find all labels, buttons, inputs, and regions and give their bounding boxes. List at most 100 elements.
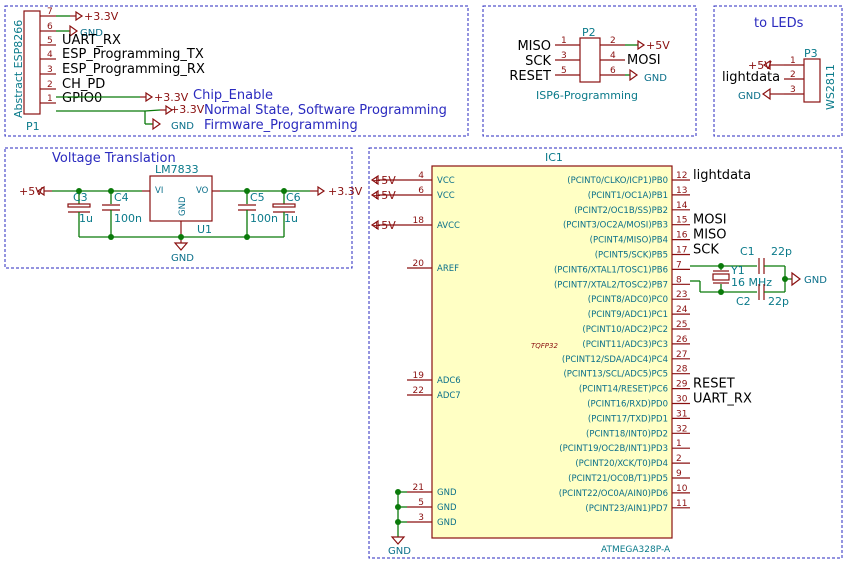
ic1-net-label: MISO: [693, 228, 727, 243]
ic1-right-pin-name: (PCINT21/OC0B/T1)PD5: [568, 474, 668, 484]
ic1-package: TQFP32: [531, 342, 558, 350]
p1-pin-number: 3: [47, 65, 53, 75]
ic1-frame: [368, 147, 843, 559]
ic1-right-pin-name: (PCINT0/CLKO/ICP1)PB0: [567, 176, 668, 186]
gpio-down-gnd-label: GND: [171, 121, 194, 132]
ic1-right-pin-name: (PCINT20/XCK/T0)PD4: [575, 459, 668, 469]
ic1-net-label: MOSI: [693, 213, 727, 228]
leds-frame-title: to LEDs: [754, 16, 804, 31]
c5-ref: C5: [250, 191, 265, 204]
ic1-right-pin-name: (PCINT1/OC1A)PB1: [588, 191, 668, 201]
ic1-right-pin-name: (PCINT4/MISO)PB4: [590, 236, 668, 246]
ic1-right-pin-number: 7: [676, 260, 682, 270]
ic1-right-pin-number: 27: [676, 350, 687, 360]
ic1-right-pin-number: 30: [676, 395, 688, 405]
p1-pin-number: 4: [47, 50, 53, 60]
gpio-up-power-label: +3.3V: [170, 103, 205, 116]
p1-net-label: UART_RX: [62, 33, 121, 48]
ic1-right-pin-number: 9: [676, 469, 682, 479]
p3-ref: P3: [804, 47, 818, 60]
crystal-gnd-label: GND: [804, 275, 827, 286]
c4-value: 100n: [114, 212, 142, 225]
ic1-net-label: SCK: [693, 243, 719, 258]
ic1-left-pin-name: GND: [437, 518, 457, 528]
ic1-right-pin-number: 24: [676, 305, 688, 315]
ic1-right-pin-name: (PCINT16/RXD)PD0: [587, 400, 668, 410]
c6-plate: [272, 203, 296, 208]
c1-value: 22p: [771, 245, 792, 258]
ic1-right-pin-number: 2: [676, 454, 682, 464]
normal-state-note: Normal State, Software Programming: [204, 103, 447, 118]
ic1-right-pin-name: (PCINT12/SDA/ADC4)PC4: [562, 355, 668, 365]
leds-frame: [713, 5, 843, 137]
vt-out-power: +3.3V: [328, 185, 363, 198]
p2-right-pin-number: 4: [610, 51, 616, 61]
ic1-right-pin-number: 10: [676, 484, 688, 494]
ic1-right-pin-number: 8: [676, 275, 682, 285]
p2-left-net-label: RESET: [509, 69, 551, 84]
ic1-right-pin-number: 17: [676, 246, 687, 256]
p3-pin-number: 1: [790, 56, 796, 66]
ic1-left-pin-name: AREF: [437, 264, 459, 274]
ic1-right-pin-name: (PCINT7/XTAL2/TOSC2)PB7: [554, 280, 668, 290]
ic1-right-pin-number: 16: [676, 231, 688, 241]
isp-frame: [482, 5, 697, 137]
c1-ref: C1: [740, 245, 755, 258]
ic1-left-pin-name: VCC: [437, 176, 455, 186]
ic1-power-label: +5V: [372, 174, 396, 187]
ic1-ref: IC1: [545, 151, 563, 164]
c3-ref: C3: [73, 191, 88, 204]
c5-value: 100n: [250, 212, 278, 225]
firmware-programming-note: Firmware_Programming: [204, 118, 358, 133]
ic1-right-pin-number: 1: [676, 439, 682, 449]
p1-net-label: ESP_Programming_RX: [62, 62, 205, 77]
ic1-gnd-label: GND: [388, 546, 411, 557]
p1-pin-number: 1: [47, 94, 53, 104]
p1-body: [23, 10, 41, 115]
voltage-frame: [4, 147, 353, 269]
ic1-right-pin-number: 23: [676, 290, 687, 300]
p2-right-net-label: MOSI: [627, 53, 661, 68]
u1-vi-pin: VI: [155, 186, 163, 196]
ic1-left-pin-name: GND: [437, 503, 457, 513]
ic1-right-pin-number: 15: [676, 216, 687, 226]
p3-net-label: lightdata: [722, 70, 780, 85]
ic1-right-pin-name: (PCINT13/SCL/ADC5)PC5: [563, 370, 668, 380]
chpd-power-label: +3.3V: [154, 91, 189, 104]
ic1-left-pin-number: 5: [418, 498, 424, 508]
p3-pin-number: 3: [790, 85, 796, 95]
ic1-left-pin-number: 3: [418, 513, 424, 523]
ic1-right-pin-name: (PCINT8/ADC0)PC0: [588, 295, 668, 305]
esp-frame: [4, 5, 469, 137]
ic1-right-pin-number: 28: [676, 365, 688, 375]
p3-pin-number: 2: [790, 70, 796, 80]
vt-gnd-label: GND: [171, 253, 194, 264]
p2-power-label: +5V: [646, 39, 670, 52]
c4-ref: C4: [114, 191, 129, 204]
ic1-power-label: +5V: [372, 219, 396, 232]
ic1-right-pin-name: (PCINT14/RESET)PC6: [579, 385, 668, 395]
c2-ref: C2: [736, 295, 751, 308]
y1-value: 16 MHz: [731, 276, 772, 289]
c3-plate: [67, 203, 91, 208]
p2-right-pin-number: 2: [610, 36, 616, 46]
ic1-right-pin-name: (PCINT6/XTAL1/TOSC1)PB6: [554, 265, 668, 275]
ic1-right-pin-name: (PCINT2/OC1B/SS)PB2: [574, 206, 668, 216]
c3-value: 1u: [79, 212, 93, 225]
voltage-translation: +5V +3.3V LM7833 VI VO GND U1 C3 1u C4 1…: [19, 163, 363, 264]
p2-ref: P2: [582, 26, 596, 39]
ic1-left-pin-name: VCC: [437, 191, 455, 201]
p3-power-label: +5V: [748, 59, 772, 72]
ic1-left-pin-name: GND: [437, 488, 457, 498]
c6-ref: C6: [286, 191, 301, 204]
ic1-left-pin-name: AVCC: [437, 221, 460, 231]
ic1-right-pin-number: 14: [676, 201, 688, 211]
p2-value: ISP6-Programming: [536, 89, 638, 102]
c2-value: 22p: [768, 295, 789, 308]
ic1-right-pin-name: (PCINT5/SCK)PB5: [595, 251, 668, 261]
p2-right-pin-number: 6: [610, 66, 616, 76]
ic1-left-pin-name: ADC6: [437, 376, 461, 386]
p2-body: [579, 37, 601, 83]
p1-pin-number: 2: [47, 80, 53, 90]
ic1-right-pin-name: (PCINT9/ADC1)PC1: [588, 310, 668, 320]
